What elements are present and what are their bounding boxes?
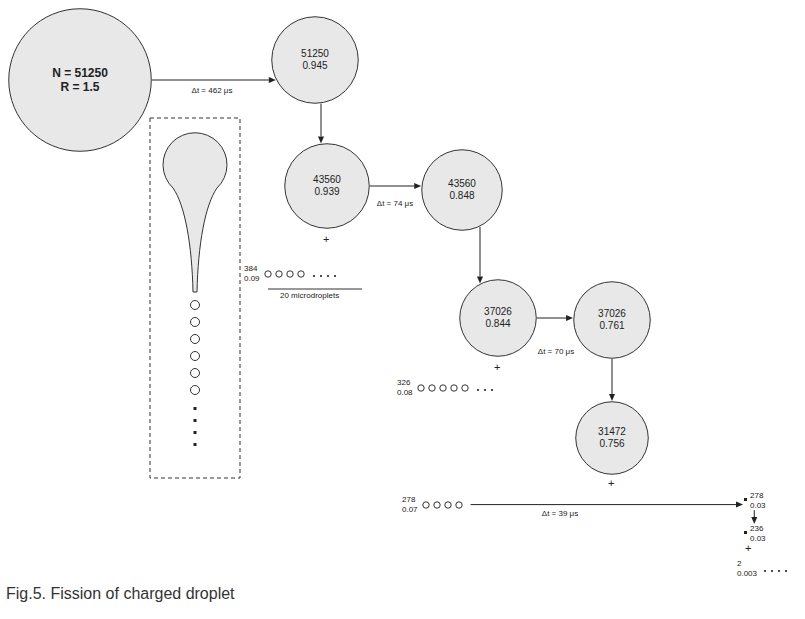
group-text: 2780.07 — [402, 495, 418, 514]
arrow-connector — [609, 359, 615, 401]
droplet-value: 37026 — [484, 306, 512, 318]
droplet-value: 326 — [397, 378, 413, 388]
microdroplet-row — [421, 499, 471, 511]
arrow-connector — [152, 77, 276, 83]
droplet-value: 0.761 — [599, 320, 624, 332]
droplet-value: 384 — [244, 264, 260, 274]
bracket-line — [268, 289, 362, 290]
droplet-circle: 435600.939 — [284, 143, 370, 229]
group-text: 2780.03 — [750, 491, 766, 510]
microdroplet-group: 3260.08 — [397, 378, 498, 397]
circle-text: 314720.756 — [575, 401, 649, 475]
droplet-circle: 370260.761 — [573, 281, 651, 359]
droplet-value: 0.844 — [485, 318, 510, 330]
droplet-value: 43560 — [313, 174, 341, 186]
droplet-circle: 435600.848 — [421, 149, 503, 231]
inset-frame — [150, 118, 240, 478]
plus-sign: + — [494, 361, 500, 374]
droplet-value: 278 — [402, 495, 418, 505]
microdroplet-group: 2780.03 — [743, 491, 766, 510]
plus-sign: + — [745, 542, 751, 555]
time-step-label: Δt = 462 μs — [191, 86, 234, 96]
arrow-connector — [751, 510, 757, 524]
droplet-value: 0.945 — [302, 60, 327, 72]
circle-text: N = 51250R = 1.5 — [8, 8, 152, 152]
droplet-dot — [743, 497, 750, 505]
droplet-value: 0.848 — [449, 190, 474, 202]
droplet-circle: 370260.844 — [459, 279, 537, 357]
plus-sign: + — [608, 477, 614, 490]
annotation: 20 microdroplets — [280, 291, 339, 301]
droplet-value: 51250 — [301, 48, 329, 60]
droplet-value: 0.03 — [750, 501, 766, 511]
arrow-connector — [370, 183, 421, 189]
droplet-value: 0.09 — [244, 274, 260, 284]
group-text: 20.003 — [737, 559, 757, 578]
circle-text: 370260.761 — [573, 281, 651, 359]
droplet-value: 0.939 — [314, 186, 339, 198]
droplet-value: 2 — [737, 559, 757, 569]
group-text: 2360.03 — [750, 524, 766, 543]
group-text: 3260.08 — [397, 378, 413, 397]
circle-text: 370260.844 — [459, 279, 537, 357]
microdroplet-group: 3840.09 — [244, 264, 341, 283]
time-step-label: Δt = 39 μs — [541, 509, 579, 519]
jet-microdroplets — [191, 301, 200, 395]
droplet-value: 43560 — [448, 178, 476, 190]
circle-text: 512500.945 — [271, 16, 359, 104]
droplet-value: 0.03 — [750, 534, 766, 544]
droplet-value: 0.08 — [397, 388, 413, 398]
circle-text: 435600.848 — [421, 149, 503, 231]
microdroplet-group: 20.003 — [737, 559, 794, 578]
droplet-value: R = 1.5 — [60, 80, 99, 94]
arrow-connector — [471, 502, 743, 508]
droplet-value: 0.756 — [599, 438, 624, 450]
group-text: 3840.09 — [244, 264, 260, 283]
microdroplet-row — [416, 382, 498, 394]
droplet-value: 0.003 — [737, 569, 757, 579]
droplet-value: 0.07 — [402, 505, 418, 515]
droplet-value: 278 — [750, 491, 766, 501]
droplet-circle: 314720.756 — [575, 401, 649, 475]
microdroplet-row — [263, 268, 341, 280]
droplet-value: 31472 — [598, 426, 626, 438]
droplet-circle: N = 51250R = 1.5 — [8, 8, 152, 152]
arrow-connector — [318, 104, 324, 144]
droplet-value: 236 — [750, 524, 766, 534]
plus-sign: + — [323, 233, 329, 246]
figure-caption: Fig.5. Fission of charged droplet — [6, 584, 235, 603]
microdroplet-group: 2360.03 — [743, 524, 766, 543]
droplet-value: N = 51250 — [52, 66, 108, 80]
microdroplet-group: 2780.07 — [402, 495, 471, 514]
droplet-dot — [743, 530, 750, 538]
droplet-circle: 512500.945 — [271, 16, 359, 104]
time-step-label: Δt = 70 μs — [537, 347, 575, 357]
time-step-label: Δt = 74 μs — [376, 199, 414, 209]
circle-text: 435600.939 — [284, 143, 370, 229]
arrow-connector — [537, 315, 573, 321]
droplet-value: 37026 — [598, 308, 626, 320]
microdroplet-row — [760, 563, 794, 575]
jet-dots — [194, 407, 197, 446]
droplet-cone — [163, 133, 227, 292]
arrow-connector — [477, 227, 483, 284]
